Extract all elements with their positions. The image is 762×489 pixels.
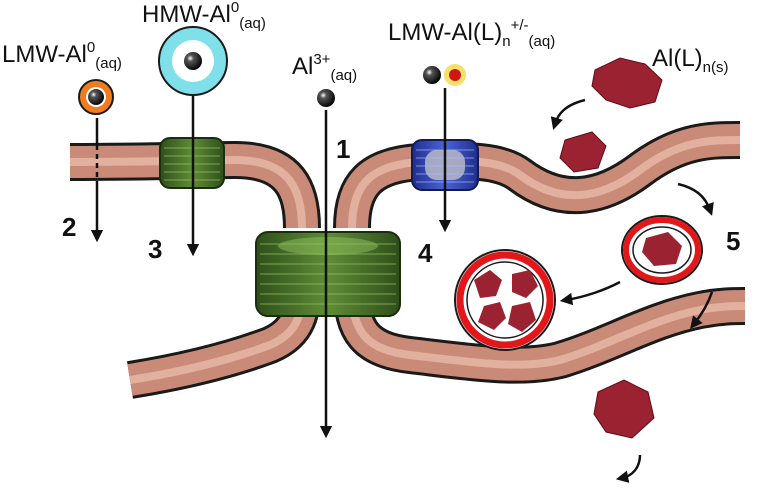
label-al3: Al3+(aq) [292, 51, 357, 84]
vesicle-large [454, 249, 556, 351]
aggregate-top [591, 57, 663, 109]
al-ion [423, 66, 441, 84]
vesicle-small [621, 215, 703, 285]
aggregates [559, 57, 663, 439]
label-lmw-al-ligand: LMW-Al(L)n+/-(aq) [388, 17, 555, 50]
pathway-number-2: 2 [62, 212, 76, 242]
label-al-ligand-solid: Al(L)n(s) [652, 45, 729, 76]
membrane-tubes [69, 121, 746, 399]
ligand-particle [449, 69, 461, 81]
species-labels: LMW-Al0(aq) HMW-Al0(aq) Al3+(aq) LMW-Al(… [2, 0, 729, 84]
central-channel [255, 231, 401, 317]
transport-arrows [90, 82, 714, 483]
pathway-number-5: 5 [726, 226, 740, 256]
pathway-number-3: 3 [148, 234, 162, 264]
pathway-number-1: 1 [336, 134, 350, 164]
al3-ion [317, 89, 335, 107]
particles [78, 26, 466, 115]
pathway-numbers: 1 2 3 4 5 [62, 134, 740, 268]
pathway-number-4: 4 [418, 238, 433, 268]
aggregate-mid [559, 131, 607, 173]
label-lmw-al0: LMW-Al0(aq) [2, 39, 122, 72]
label-hmw-al0: HMW-Al0(aq) [142, 0, 266, 32]
aggregate-bottom [593, 379, 655, 439]
